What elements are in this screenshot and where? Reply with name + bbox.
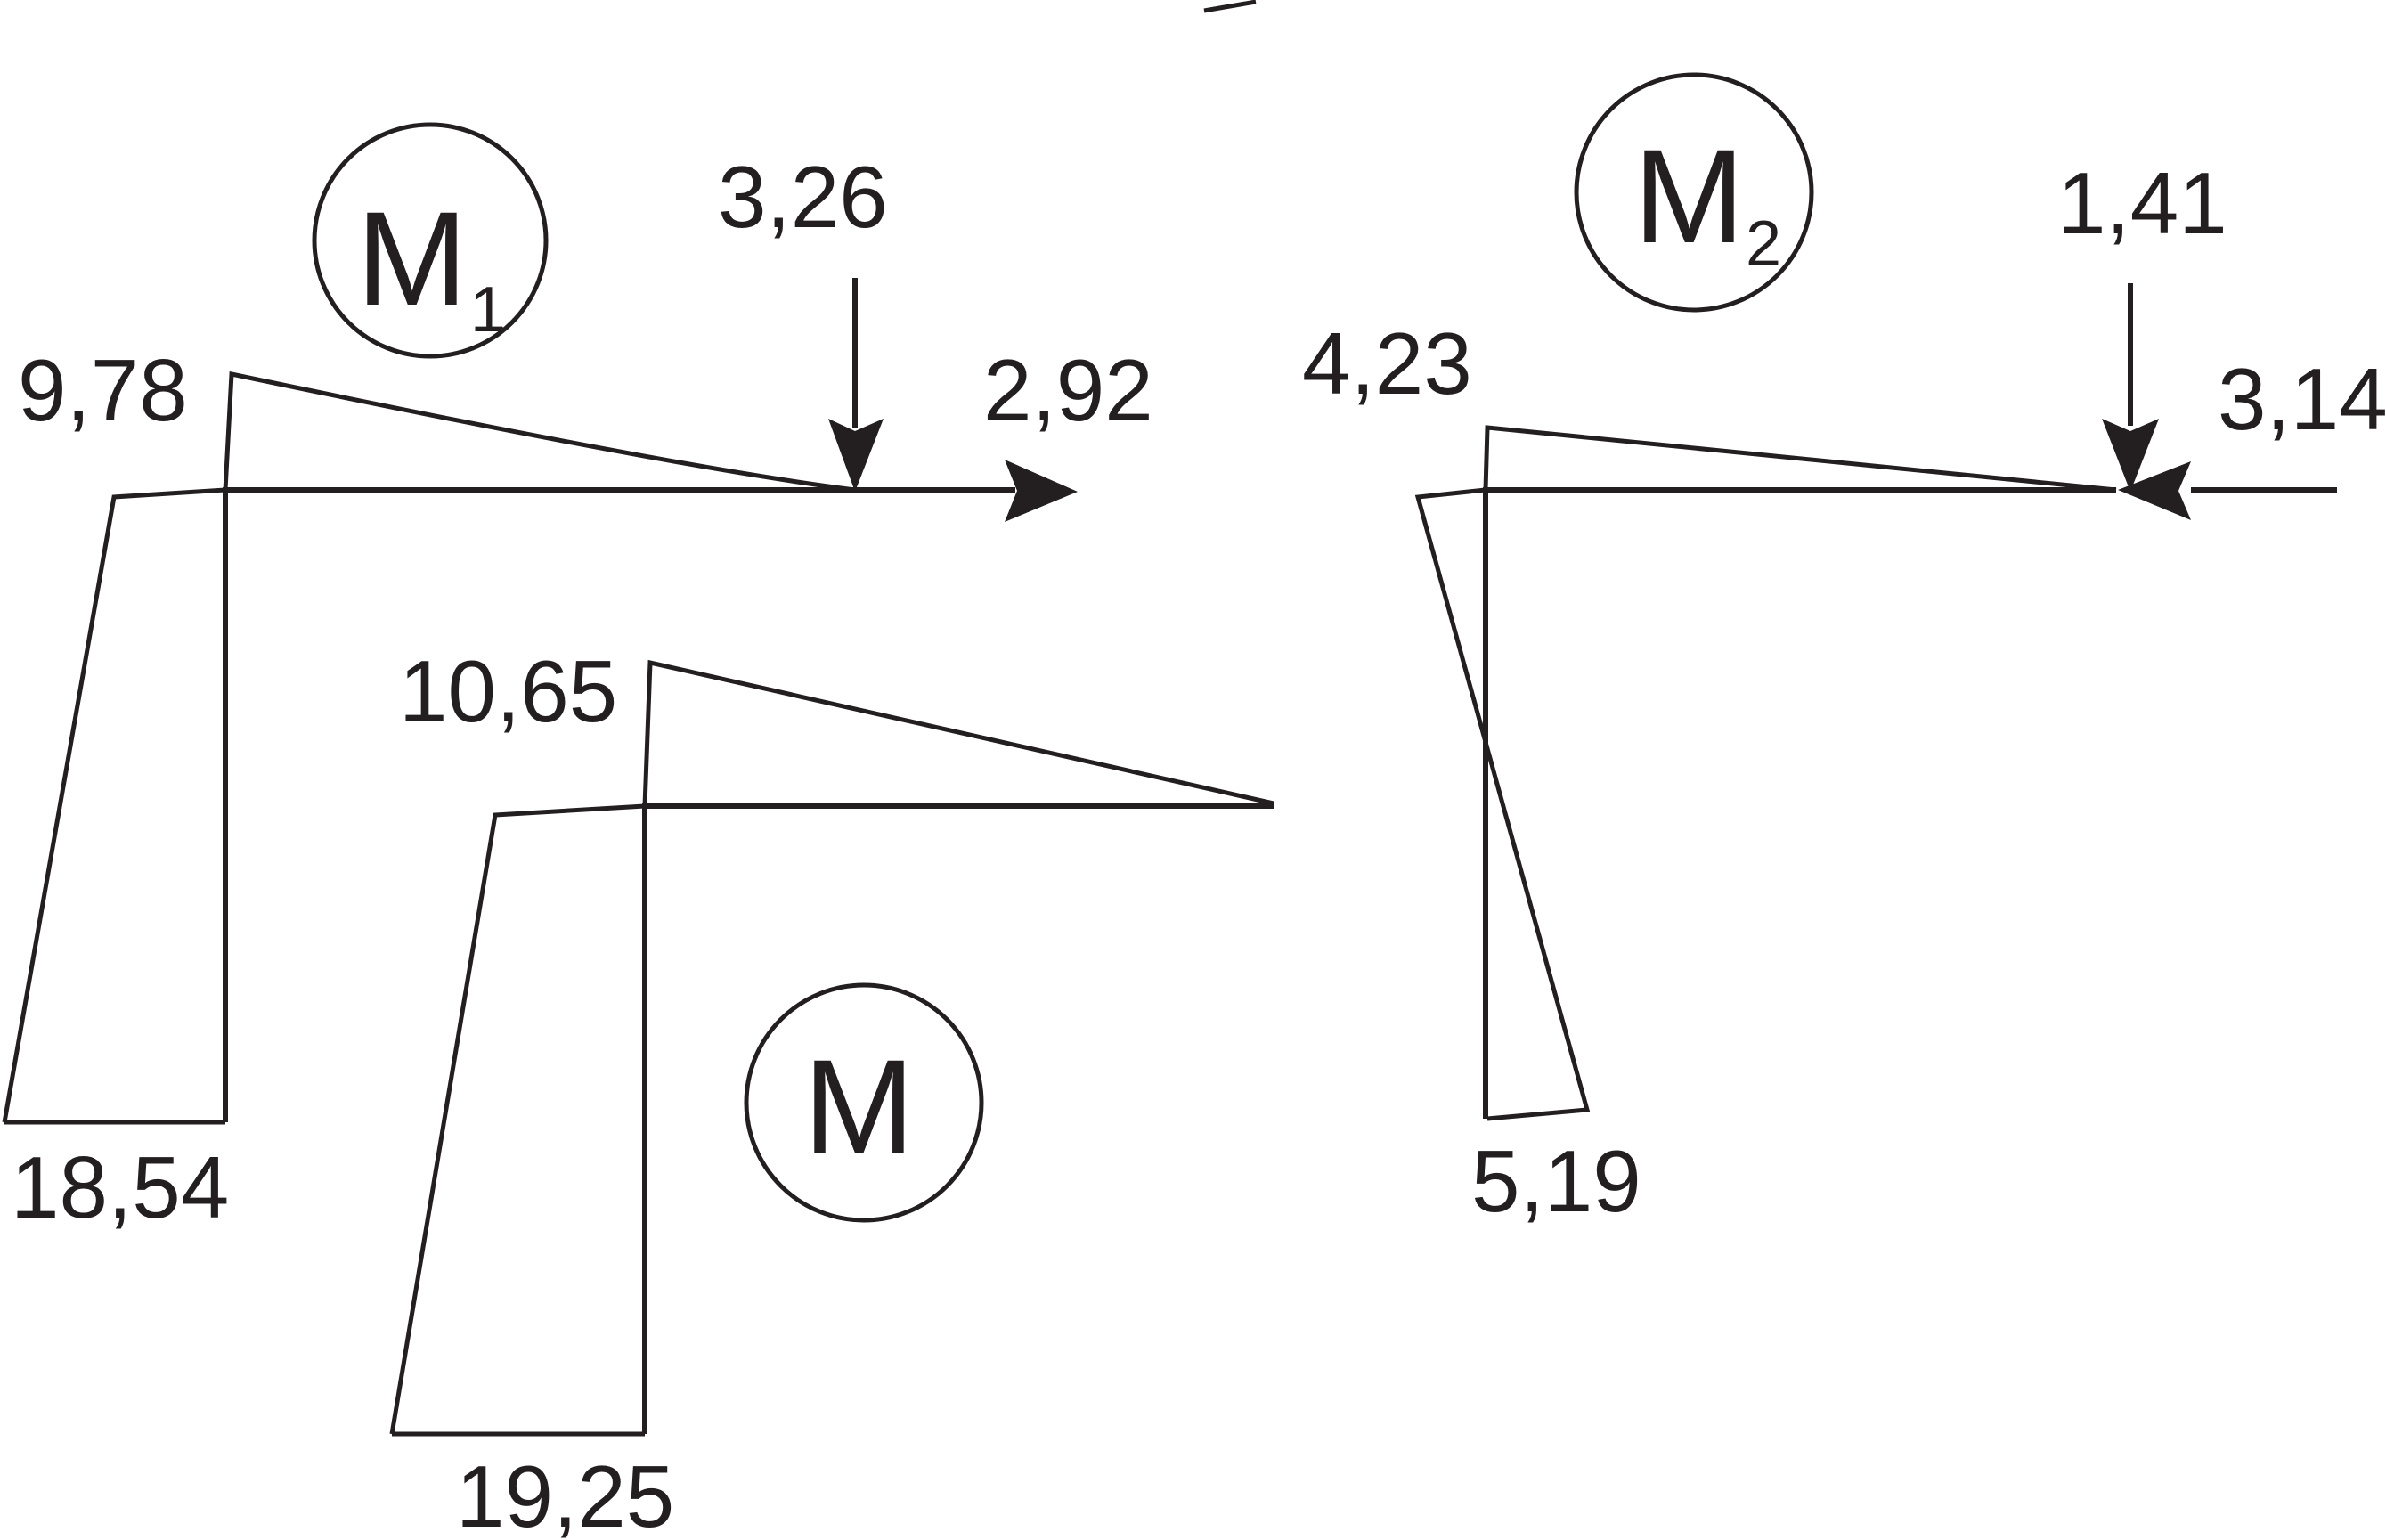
m-label: M [803, 1031, 915, 1181]
m2-value-vertical-force: 1,41 [2057, 154, 2227, 252]
m1-horizontal-force-arrow [855, 460, 1078, 522]
m-frame-axis [642, 803, 1274, 1434]
m1-value-vertical-force: 3,26 [718, 148, 888, 246]
m2-value-bottom: 5,19 [1471, 1132, 1641, 1230]
m2-label: M [1633, 121, 1745, 271]
m1-label-circle [312, 122, 549, 359]
m1-moment-outline [2, 371, 856, 1123]
m1-value-horizontal-force: 2,92 [983, 341, 1153, 439]
m1-label: M [356, 183, 468, 333]
m1-value-top-left: 9,78 [18, 341, 188, 439]
m1-vertical-force-arrow [828, 278, 884, 492]
m2-moment-outline [1414, 425, 2117, 1121]
m2-value-horizontal-force: 3,14 [2218, 350, 2386, 448]
stray-mark [1203, 0, 1257, 13]
diagram-m2: M 2 4,23 5,19 1,41 3,14 [1302, 72, 2386, 1230]
m1-value-bottom-left: 18,54 [11, 1138, 229, 1236]
m2-frame-axis [1483, 487, 2116, 1119]
m-label-circle [744, 982, 984, 1223]
m1-label-subscript: 1 [470, 274, 506, 346]
m-value-top-left: 10,65 [399, 642, 617, 740]
m2-vertical-force-arrow [2102, 283, 2159, 492]
m-moment-outline [389, 659, 1274, 1435]
m-value-bottom-left: 19,25 [456, 1447, 674, 1540]
diagram-m1: M 1 9,78 18,54 3,26 2,92 [2, 122, 1153, 1236]
diagram-m: M 10,65 19,25 [389, 642, 1274, 1540]
m2-horizontal-force-arrow [2118, 461, 2337, 520]
m2-value-top-left: 4,23 [1302, 314, 1472, 412]
m2-label-circle [1574, 72, 1814, 313]
m2-label-subscript: 2 [1746, 208, 1781, 280]
